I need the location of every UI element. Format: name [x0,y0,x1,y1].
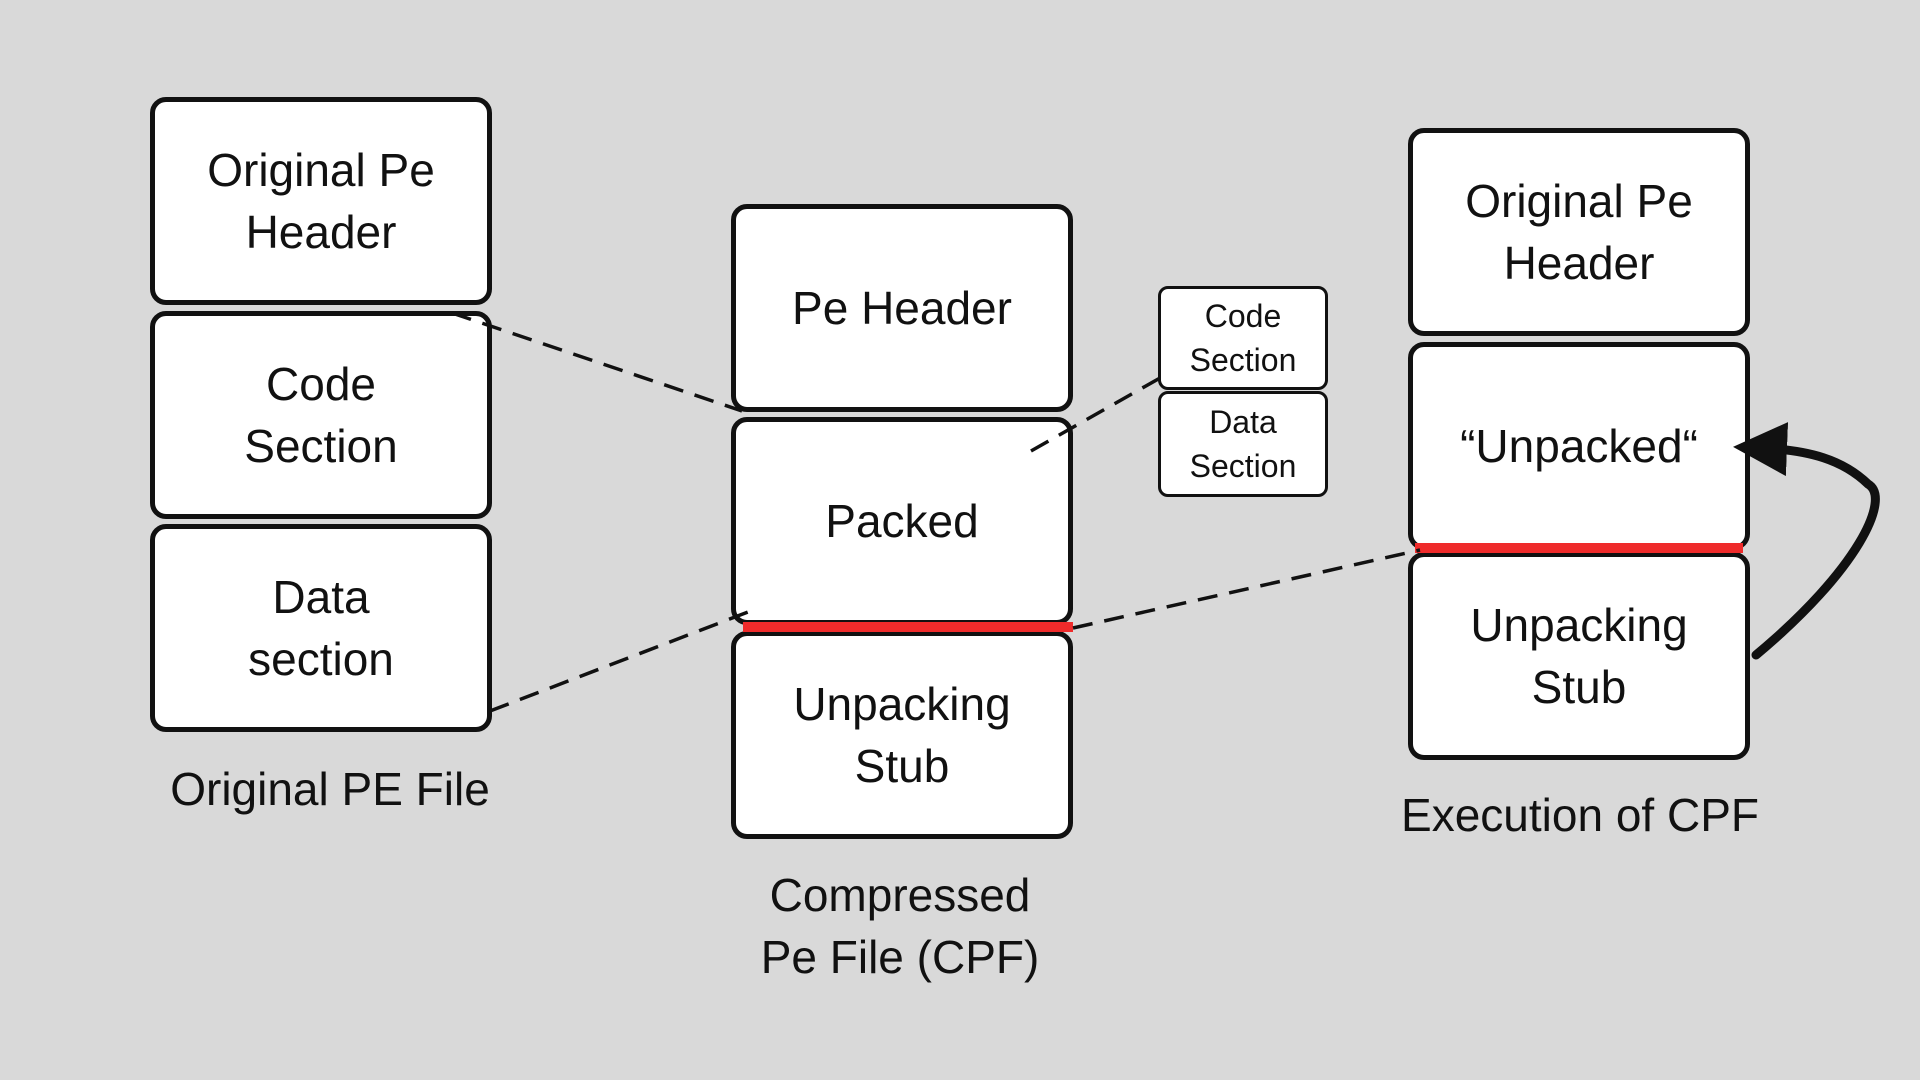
execution-of-cpf-caption: Execution of CPF [1401,789,1759,841]
code-section-block: Code Section [150,311,492,519]
stub-to-unpacked-arrow [1733,422,1880,660]
restored-pe-header-label: Original Pe Header [1465,175,1693,289]
data-section-block: Data section [150,524,492,732]
middle-unpacking-stub-label: Unpacking Stub [793,678,1011,792]
packed-block: Packed [731,417,1073,625]
original-pe-header-block: Original Pe Header [150,97,492,305]
original-pe-file-caption: Original PE File [170,763,490,815]
packed-code-section-block: Code Section [1158,286,1328,390]
restored-pe-header-block: Original Pe Header [1408,128,1750,336]
compressed-pe-file-caption: Compressed Pe File (CPF) [760,869,1040,983]
stub-to-execution-dashed-line [1072,548,1421,630]
original-pe-header-label: Original Pe Header [207,144,435,258]
packed-label: Packed [825,495,979,547]
packed-data-section-block: Data Section [1158,391,1328,497]
code-section-label: Code Section [244,358,398,472]
middle-unpacking-stub-block: Unpacking Stub [731,631,1073,839]
right-unpacking-stub-block: Unpacking Stub [1408,552,1750,760]
packed-code-section-label: Code Section [1189,298,1297,378]
pe-header-label: Pe Header [792,282,1012,334]
code-to-packed-dashed-line [451,311,743,413]
middle-red-divider [743,622,1073,632]
packed-data-section-label: Data Section [1189,404,1297,484]
pe-header-block: Pe Header [731,204,1073,412]
right-unpacking-stub-label: Unpacking Stub [1470,599,1688,713]
unpacked-block: “Unpacked“ [1408,342,1750,550]
unpacked-label: “Unpacked“ [1460,420,1698,472]
right-red-divider [1415,543,1743,553]
data-section-label: Data section [248,571,394,685]
data-to-packed-dashed-line [489,610,749,713]
